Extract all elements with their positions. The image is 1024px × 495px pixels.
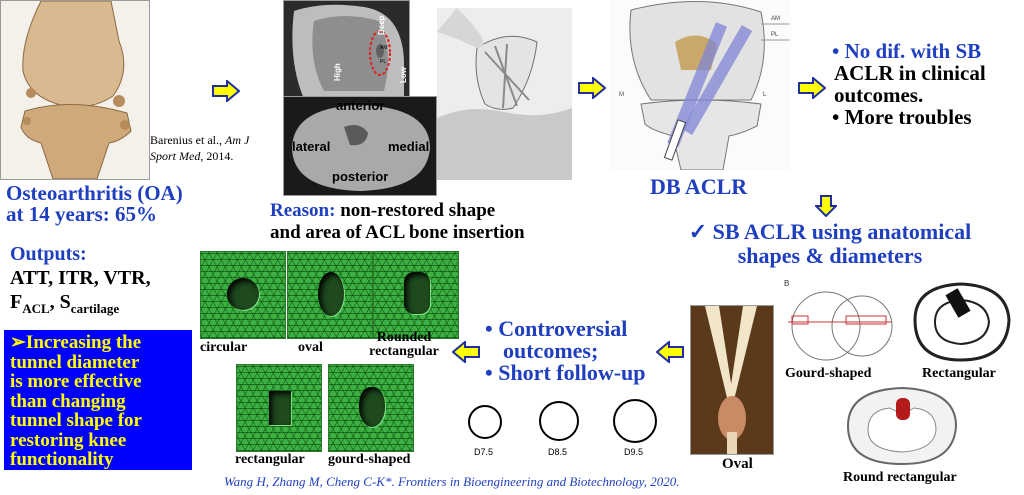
oa-line-1: Osteoarthritis (OA) (6, 181, 183, 205)
rectangular-model-label: rectangular (235, 452, 305, 467)
citation-journal: Am J Sport Med (150, 133, 250, 163)
rectangular-shape-diagram (905, 280, 1017, 364)
outputs-line-2: FACL, Scartilage (10, 290, 151, 321)
db-aclr-title: DB ACLR (650, 174, 748, 199)
db-m-label: M (619, 92, 624, 98)
diameter-label: D8.5 (548, 447, 568, 457)
reason-line-1: Reason: non-restored shape (270, 200, 525, 222)
tunnel-gourd (359, 387, 385, 427)
knee-bone-image (0, 0, 150, 180)
mri-axial-image: anterior lateral medial posterior (283, 96, 437, 196)
diameter-circle-d95 (612, 398, 658, 444)
oval-model-label: oval (298, 340, 323, 355)
medial-label: medial (388, 139, 430, 154)
conclusion-line: tunnel shape for (10, 410, 142, 431)
oa-line-2: at 14 years: 65% (6, 202, 158, 226)
lateral-label: lateral (292, 139, 331, 154)
conclusion-line: functionality (10, 449, 114, 470)
rectangular-label: Rectangular (922, 366, 996, 381)
outputs-block: Outputs: ATT, ITR, VTR, FACL, Scartilage (10, 242, 151, 321)
gourd-shape-diagram: B (780, 276, 900, 364)
rounded-rect-label: Rounded rectangular (356, 331, 452, 359)
acl-insertion-illustration (437, 8, 572, 180)
circular-label: circular (200, 340, 248, 355)
db-aclr-illustration: AM PL M L (611, 0, 791, 170)
controversial-line: • Short follow-up (485, 360, 646, 385)
sb-aclr-heading: ✓ SB ACLR using anatomical shapes & diam… (660, 220, 1000, 268)
am-label: AM (380, 45, 388, 51)
reason-text: Reason: non-restored shape and area of A… (270, 200, 525, 244)
diameter-label: D7.5 (474, 447, 494, 457)
arrow-left-icon (656, 341, 684, 363)
arrow-right-icon (798, 77, 826, 99)
db-l-label: L (763, 92, 767, 98)
outputs-sep: , S (49, 291, 71, 313)
outputs-title: Outputs: (10, 243, 87, 265)
low-label: Low (399, 66, 408, 83)
arrow-down-icon (815, 195, 837, 217)
fe-model-gourd (328, 364, 414, 452)
sb-line-2: shapes & diameters (737, 243, 923, 268)
pl-label: PL (380, 59, 386, 65)
reason-label: Reason: (270, 200, 336, 221)
citation: Barenius et al., Am J Sport Med, 2014. (150, 132, 270, 164)
mri-sagittal-image: AM PL Deep High Low (283, 0, 410, 100)
oval-graft-image (690, 305, 774, 455)
outputs-s-sub: cartilage (70, 301, 120, 316)
db-am-label: AM (771, 16, 780, 22)
footer-citation: Wang H, Zhang M, Cheng C-K*. Frontiers i… (224, 474, 680, 489)
fe-model-rounded-rect (373, 251, 459, 339)
arrow-right-icon (578, 77, 606, 99)
arrow-left-icon (452, 341, 480, 363)
round-rect-shape-diagram (840, 386, 964, 466)
tunnel-circular (227, 278, 259, 310)
conclusion-line: is more effective (10, 371, 142, 392)
conclusion-line: tunnel diameter (10, 351, 140, 373)
oa-heading: Osteoarthritis (OA) at 14 years: 65% (6, 183, 183, 225)
reason-text-1: non-restored shape (335, 200, 496, 221)
diameter-label: D9.5 (624, 447, 644, 457)
tunnel-rectangular (269, 391, 291, 425)
diameter-circle-d85 (538, 400, 580, 442)
fe-model-rectangular (236, 364, 322, 452)
anterior-label: anterior (336, 98, 385, 113)
citation-author: Barenius et al., (150, 133, 225, 147)
oval-label: Oval (722, 456, 753, 472)
gourd-model-label: gourd-shaped (328, 452, 411, 467)
round-rectangular-label: Round rectangular (843, 470, 957, 485)
controversial-line: • Controversial (485, 316, 628, 341)
right-bullets: • No dif. with SB ACLR in clinical outco… (832, 40, 986, 128)
tunnel-oval (318, 272, 344, 316)
diameter-circle-d75 (466, 403, 504, 441)
outputs-f-sub: ACL (22, 301, 50, 316)
conclusion-line: ➢Increasing the (10, 332, 142, 353)
fe-model-oval (287, 251, 373, 339)
posterior-label: posterior (332, 169, 389, 184)
deep-label: Deep (377, 15, 386, 35)
db-pl-label: PL (771, 32, 779, 38)
tunnel-rounded-rect (404, 272, 430, 314)
right-bullet-line: • No dif. with SB (832, 40, 986, 62)
sb-line-1: ✓ SB ACLR using anatomical (688, 219, 972, 244)
arrow-right-icon (212, 80, 240, 102)
reason-line-2: and area of ACL bone insertion (270, 222, 525, 243)
citation-year: , 2014. (200, 149, 234, 163)
b-label: B (784, 279, 789, 288)
rounded-line-1: Rounded (376, 330, 432, 345)
outputs-f: F (10, 291, 23, 313)
conclusion-line: than changing (10, 390, 126, 412)
right-bullet-line: • More troubles (832, 105, 972, 129)
conclusion-line: restoring knee (10, 429, 127, 451)
rounded-line-2: rectangular (369, 344, 439, 359)
fe-model-circular (200, 251, 286, 339)
conclusion-callout: ➢Increasing the tunnel diameter is more … (4, 330, 192, 470)
outputs-line-1: ATT, ITR, VTR, (10, 267, 151, 289)
high-label: High (333, 63, 342, 81)
right-bullet-line: ACLR in clinical (834, 61, 986, 85)
controversial-line: outcomes; (503, 338, 599, 363)
right-bullet-line: outcomes. (834, 83, 924, 107)
controversial-text: • Controversial outcomes; • Short follow… (485, 318, 646, 384)
right-bullet-text: • No dif. with SB (832, 39, 982, 63)
gourd-shaped-label: Gourd-shaped (785, 366, 872, 381)
